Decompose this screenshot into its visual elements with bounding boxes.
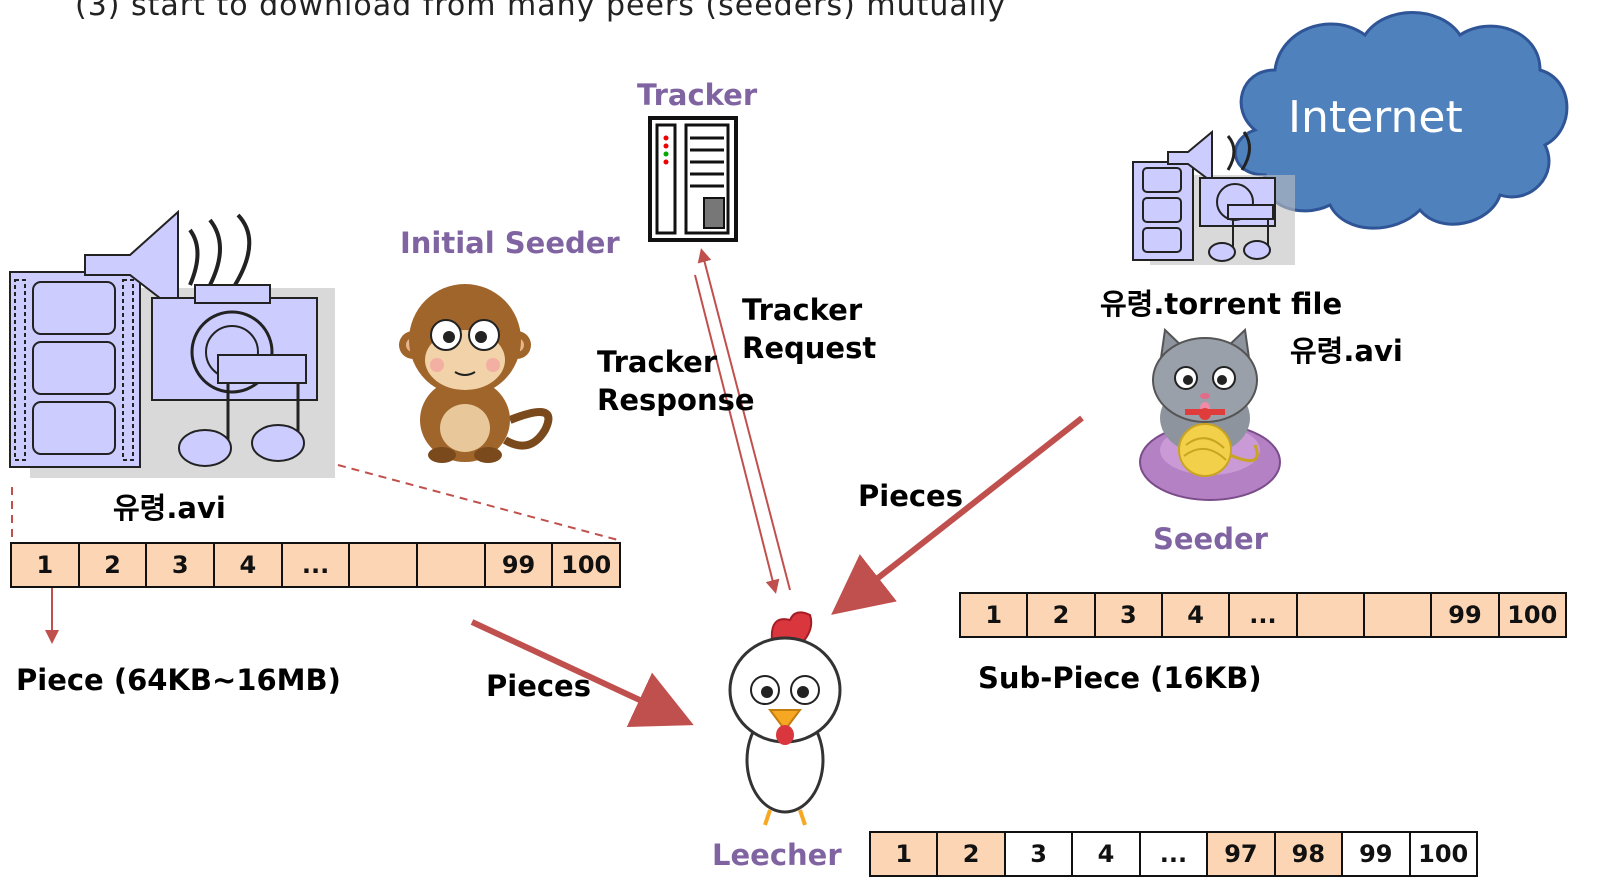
leecher-label: Leecher (712, 838, 842, 872)
piece-cell: 1 (871, 833, 939, 875)
cat-icon (1139, 327, 1281, 501)
piece-cell: ... (1230, 594, 1298, 636)
media-file-icon (9, 209, 335, 478)
pieces-arrow-from-seeder (831, 415, 1084, 615)
piece-cell: 3 (147, 544, 216, 586)
piece-cell: 100 (1499, 594, 1565, 636)
piece-cell: 2 (79, 544, 148, 586)
piece-cell (1297, 594, 1365, 636)
pieces-label-right: Pieces (858, 479, 963, 513)
pieces-arrow-from-initial-seeder (470, 619, 694, 728)
piece-cell: 1 (961, 594, 1029, 636)
tracker-label: Tracker (637, 78, 758, 112)
piece-cell: 98 (1275, 833, 1344, 875)
piece-cell: 2 (1028, 594, 1096, 636)
tracker-request-label: Tracker Request (742, 293, 877, 365)
tracker-response-arrow (694, 274, 780, 594)
tracker-response-label: Tracker Response (597, 345, 755, 417)
pieces-label-left: Pieces (486, 669, 591, 703)
monkey-icon (399, 284, 553, 463)
piece-cell: 100 (1410, 833, 1476, 875)
tracker-server-icon (648, 116, 738, 242)
piece-cell: 97 (1208, 833, 1276, 875)
tracker-request-arrow (697, 248, 791, 591)
piece-cell: 99 (1343, 833, 1411, 875)
piece-cell (418, 544, 486, 586)
torrent-file-icon (1132, 129, 1295, 265)
torrent-file-label: 유령.torrent file (1100, 287, 1343, 321)
initial-seeder-file-label: 유령.avi (113, 491, 226, 525)
piece-cell: 3 (1095, 594, 1163, 636)
piece-cell: 99 (1432, 594, 1500, 636)
cloud-label: Internet (1288, 92, 1463, 143)
piece-cell: ... (1140, 833, 1209, 875)
piece-cell: ... (282, 544, 351, 586)
chicken-icon (728, 611, 842, 826)
piece-size-note: Piece (64KB~16MB) (16, 663, 341, 697)
piece-cell (350, 544, 419, 586)
seeder-file-label: 유령.avi (1290, 334, 1403, 368)
dashed-guide-right (337, 464, 619, 541)
piece-cell: 4 (1162, 594, 1231, 636)
piece-cell (1364, 594, 1433, 636)
cloud-icon (1233, 11, 1569, 230)
piece-cell: 100 (553, 544, 620, 586)
piece-cell: 4 (1073, 833, 1141, 875)
subpiece-size-note: Sub-Piece (16KB) (978, 661, 1262, 695)
piece-cell: 3 (1005, 833, 1074, 875)
piece-cell: 4 (215, 544, 283, 586)
slide-heading: (3) start to download from many peers (s… (75, 0, 1007, 23)
piece-cell: 1 (12, 544, 80, 586)
initial-seeder-label: Initial Seeder (400, 226, 620, 260)
piece-cell: 2 (938, 833, 1006, 875)
seeder-label: Seeder (1153, 522, 1268, 556)
piece-cell: 99 (485, 544, 554, 586)
